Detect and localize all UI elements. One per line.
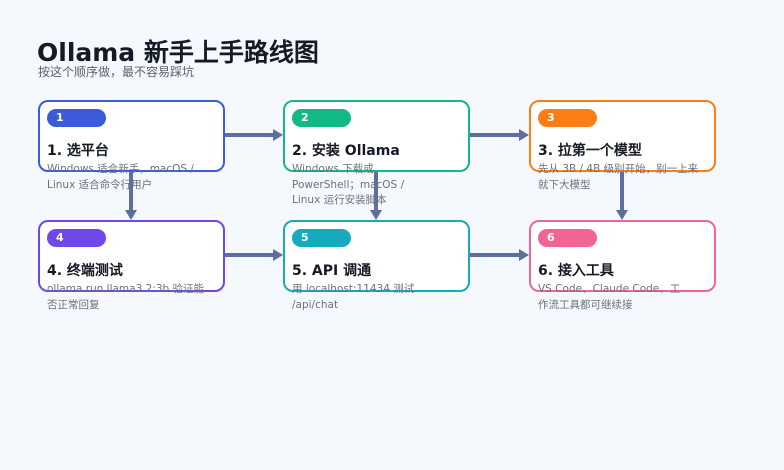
arrowhead-icon — [519, 129, 529, 141]
step-description: 先从 3B / 4B 级别开始，别一上来就下大模型 — [538, 163, 699, 191]
step-description: Windows 下载或 PowerShell；macOS / Linux 运行安… — [292, 163, 405, 206]
step-title: 5. API 调通 — [292, 263, 372, 279]
step-badge: 5 — [292, 229, 351, 247]
step-title: 1. 选平台 — [47, 143, 109, 159]
step-title: 6. 接入工具 — [538, 263, 614, 279]
arrowhead-icon — [370, 210, 382, 220]
arrowhead-icon — [273, 129, 283, 141]
step-title: 3. 拉第一个模型 — [538, 143, 642, 159]
step-card-6: 6 6. 接入工具 VS Code、Claude Code、工作流工具都可继续接 — [529, 220, 716, 311]
step-card-4: 4 4. 终端测试 ollama run llama3.2:3b 验证能否正常回… — [38, 220, 225, 311]
step-card-1: 1 1. 选平台 Windows 适合新手，macOS / Linux 适合命令… — [38, 100, 225, 191]
step-card-3: 3 3. 拉第一个模型 先从 3B / 4B 级别开始，别一上来就下大模型 — [529, 100, 716, 191]
step-description: Windows 适合新手，macOS / Linux 适合命令行用户 — [47, 163, 194, 191]
step-description: 用 localhost:11434 测试 /api/chat — [292, 283, 415, 311]
arrowhead-icon — [125, 210, 137, 220]
arrowhead-icon — [616, 210, 628, 220]
step-card-2: 2 2. 安装 Ollama Windows 下载或 PowerShell；ma… — [283, 100, 470, 206]
step-badge: 4 — [47, 229, 106, 247]
step-badge: 2 — [292, 109, 351, 127]
step-badge: 3 — [538, 109, 597, 127]
step-description: VS Code、Claude Code、工作流工具都可继续接 — [538, 283, 681, 311]
step-title: 2. 安装 Ollama — [292, 143, 400, 159]
step-description: ollama run llama3.2:3b 验证能否正常回复 — [47, 283, 205, 311]
page-subtitle: 按这个顺序做，最不容易踩坑 — [38, 65, 195, 79]
step-card-5: 5 5. API 调通 用 localhost:11434 测试 /api/ch… — [283, 220, 470, 311]
step-badge: 1 — [47, 109, 106, 127]
step-title: 4. 终端测试 — [47, 263, 123, 279]
step-badge: 6 — [538, 229, 597, 247]
arrowhead-icon — [273, 249, 283, 261]
page-title: Ollama 新手上手路线图 — [37, 38, 319, 67]
arrowhead-icon — [519, 249, 529, 261]
